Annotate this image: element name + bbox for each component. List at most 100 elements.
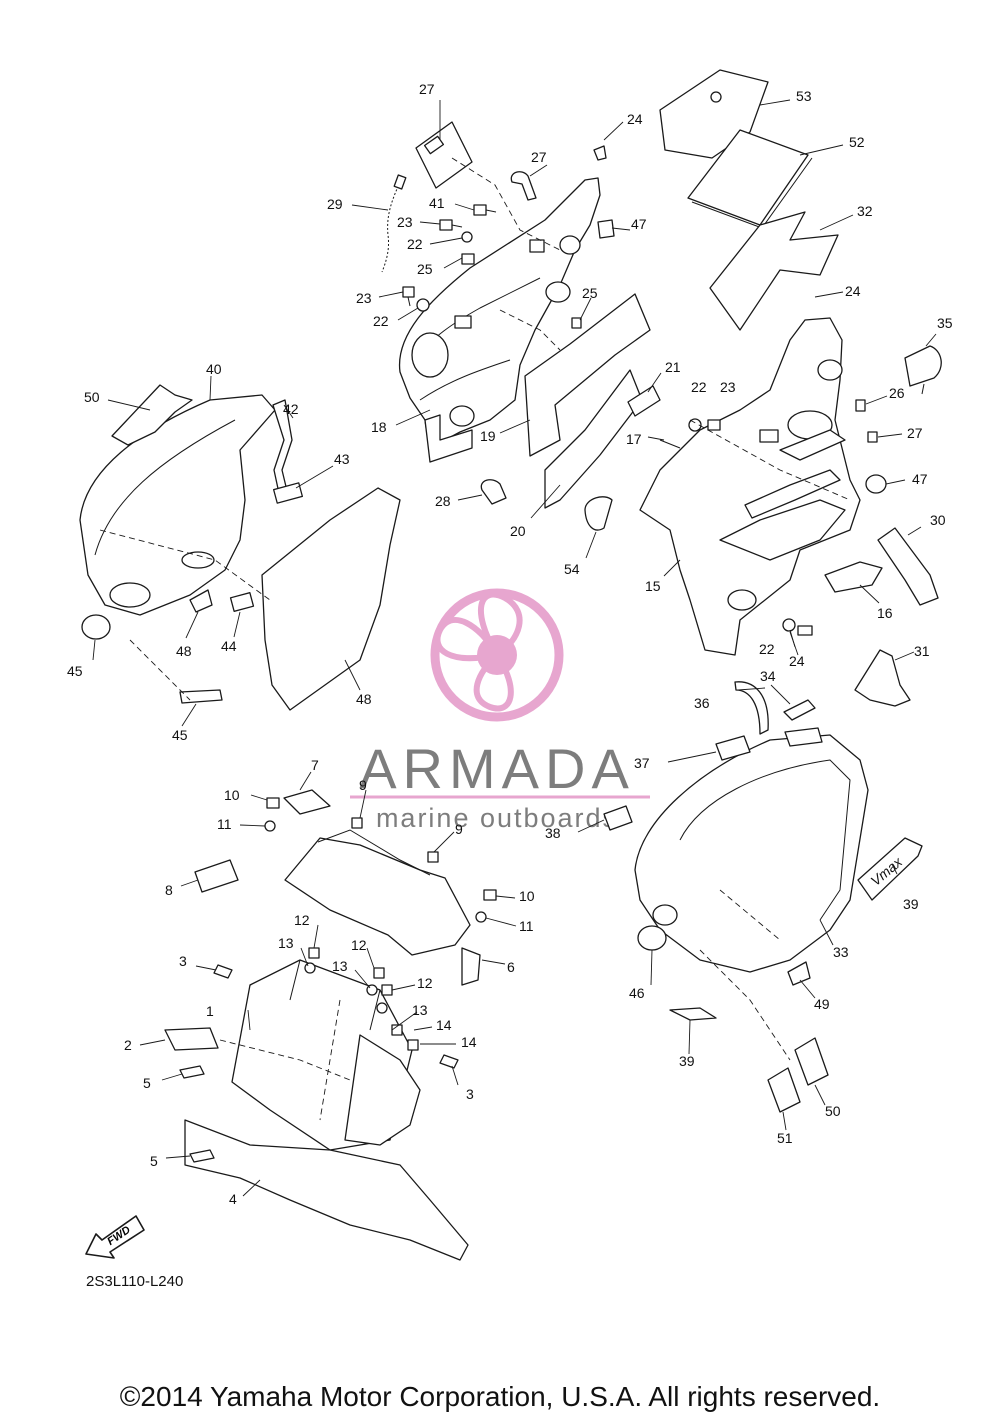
callout-48: 47: [631, 216, 647, 232]
callout-45: 43: [334, 451, 350, 467]
callout-44: 42: [283, 401, 299, 417]
diagram-code: 2S3L110-L240: [86, 1273, 184, 1290]
part-50-clip-right: [787, 961, 811, 986]
callout-48: 47: [912, 471, 928, 487]
callout-50: 49: [814, 996, 830, 1012]
part-51-emblem: [111, 384, 193, 446]
part-34-sheet: [709, 211, 839, 331]
part-48-grommet: [597, 219, 615, 239]
callout-37: 35: [937, 315, 953, 331]
part-35-side-cover: [634, 727, 869, 973]
part-18-frame: [398, 177, 601, 463]
callout-22: 22: [759, 641, 775, 657]
callout-34: 32: [857, 203, 873, 219]
callout-15: 15: [645, 578, 661, 594]
callout-30: 28: [435, 493, 451, 509]
callout-41: 39: [903, 896, 919, 912]
part-1-battery-box: [231, 959, 421, 1151]
callout-13: 13: [278, 935, 294, 951]
part-15-bracket: [639, 317, 861, 656]
callout-32: 30: [930, 512, 946, 528]
callout-27: 27: [907, 425, 923, 441]
callout-9: 9: [455, 821, 463, 837]
callout-22: 22: [407, 236, 423, 252]
callout-1: 1: [206, 1003, 214, 1019]
callout-17: 17: [626, 431, 642, 447]
screw-icon: [402, 145, 607, 329]
callout-20: 20: [510, 523, 526, 539]
callout-6: 6: [507, 959, 515, 975]
callout-39: 38: [545, 825, 561, 841]
part-2-holder: [164, 1027, 219, 1051]
callout-33: 31: [914, 643, 930, 659]
callout-22: 22: [373, 313, 389, 329]
callout-47: 46: [629, 985, 645, 1001]
part-33-strap: [854, 649, 911, 707]
callout-14: 14: [461, 1034, 477, 1050]
callout-29: 27: [419, 81, 435, 97]
part-37-connector: [904, 345, 942, 387]
part-28-clamp: [510, 171, 537, 201]
part-38-hose: [734, 681, 769, 735]
part-21-sheet: [627, 385, 661, 417]
callout-12: 12: [294, 912, 310, 928]
part-56-sheet: [584, 496, 613, 531]
watermark-brand: ARMADA: [359, 737, 635, 800]
callout-36: 34: [760, 668, 776, 684]
part-36-pad: [783, 699, 816, 721]
callout-16: 16: [877, 605, 893, 621]
callout-49: 48: [356, 691, 372, 707]
callout-43: 41: [429, 195, 445, 211]
callout-5: 5: [150, 1153, 158, 1169]
callout-27: 25: [582, 285, 598, 301]
callout-45: 44: [221, 638, 237, 654]
part-8-pad: [194, 859, 239, 893]
part-16-holder: [824, 561, 883, 593]
callout-19: 19: [480, 428, 496, 444]
callout-13: 13: [412, 1002, 428, 1018]
part-4-sheet: [184, 1119, 469, 1261]
part-54-manual: [687, 129, 809, 226]
callout-9: 9: [359, 777, 367, 793]
callout-28: 27: [531, 149, 547, 165]
callout-11: 11: [519, 918, 534, 934]
callout-31: 29: [327, 196, 343, 212]
part-46-trim: [179, 689, 223, 704]
part-39-pad: [715, 735, 751, 761]
dash-lines: [99, 157, 851, 1121]
callout-18: 18: [371, 419, 387, 435]
callout-2: 2: [124, 1037, 132, 1053]
callout-38: 36: [694, 695, 710, 711]
part-31-chain: [381, 174, 407, 273]
callout-42: 40: [206, 361, 222, 377]
callout-56: 54: [564, 561, 580, 577]
callout-24: 23: [397, 214, 413, 230]
callout-12: 12: [351, 937, 367, 953]
callout-53: 51: [777, 1130, 793, 1146]
callout-24: 24: [789, 653, 805, 669]
callout-21: 21: [665, 359, 681, 375]
part-47-grommet-right: [637, 925, 667, 951]
part-7-sheet: [283, 789, 331, 815]
callout-3: 3: [466, 1086, 474, 1102]
callout-39: 37: [634, 755, 650, 771]
callout-7: 7: [311, 757, 319, 773]
part-52-sheet: [794, 1037, 829, 1086]
callout-55: 53: [796, 88, 812, 104]
callout-54: 52: [849, 134, 865, 150]
part-41-emblem: [857, 837, 923, 901]
part-42-side-cover: [79, 394, 276, 616]
callout-51: 50: [84, 389, 100, 405]
part-53-sheet: [767, 1067, 801, 1113]
fwd-arrow-icon: FWD: [85, 1215, 145, 1259]
part-29-label: [415, 121, 473, 189]
callout-23: 23: [720, 379, 736, 395]
callout-46: 45: [172, 727, 188, 743]
part-47-grommet: [81, 614, 111, 640]
callout-23: 23: [356, 290, 372, 306]
part-50-clip: [189, 589, 213, 613]
callout-40: 39: [679, 1053, 695, 1069]
callout-50: 48: [176, 643, 192, 659]
callout-26: 25: [417, 261, 433, 277]
